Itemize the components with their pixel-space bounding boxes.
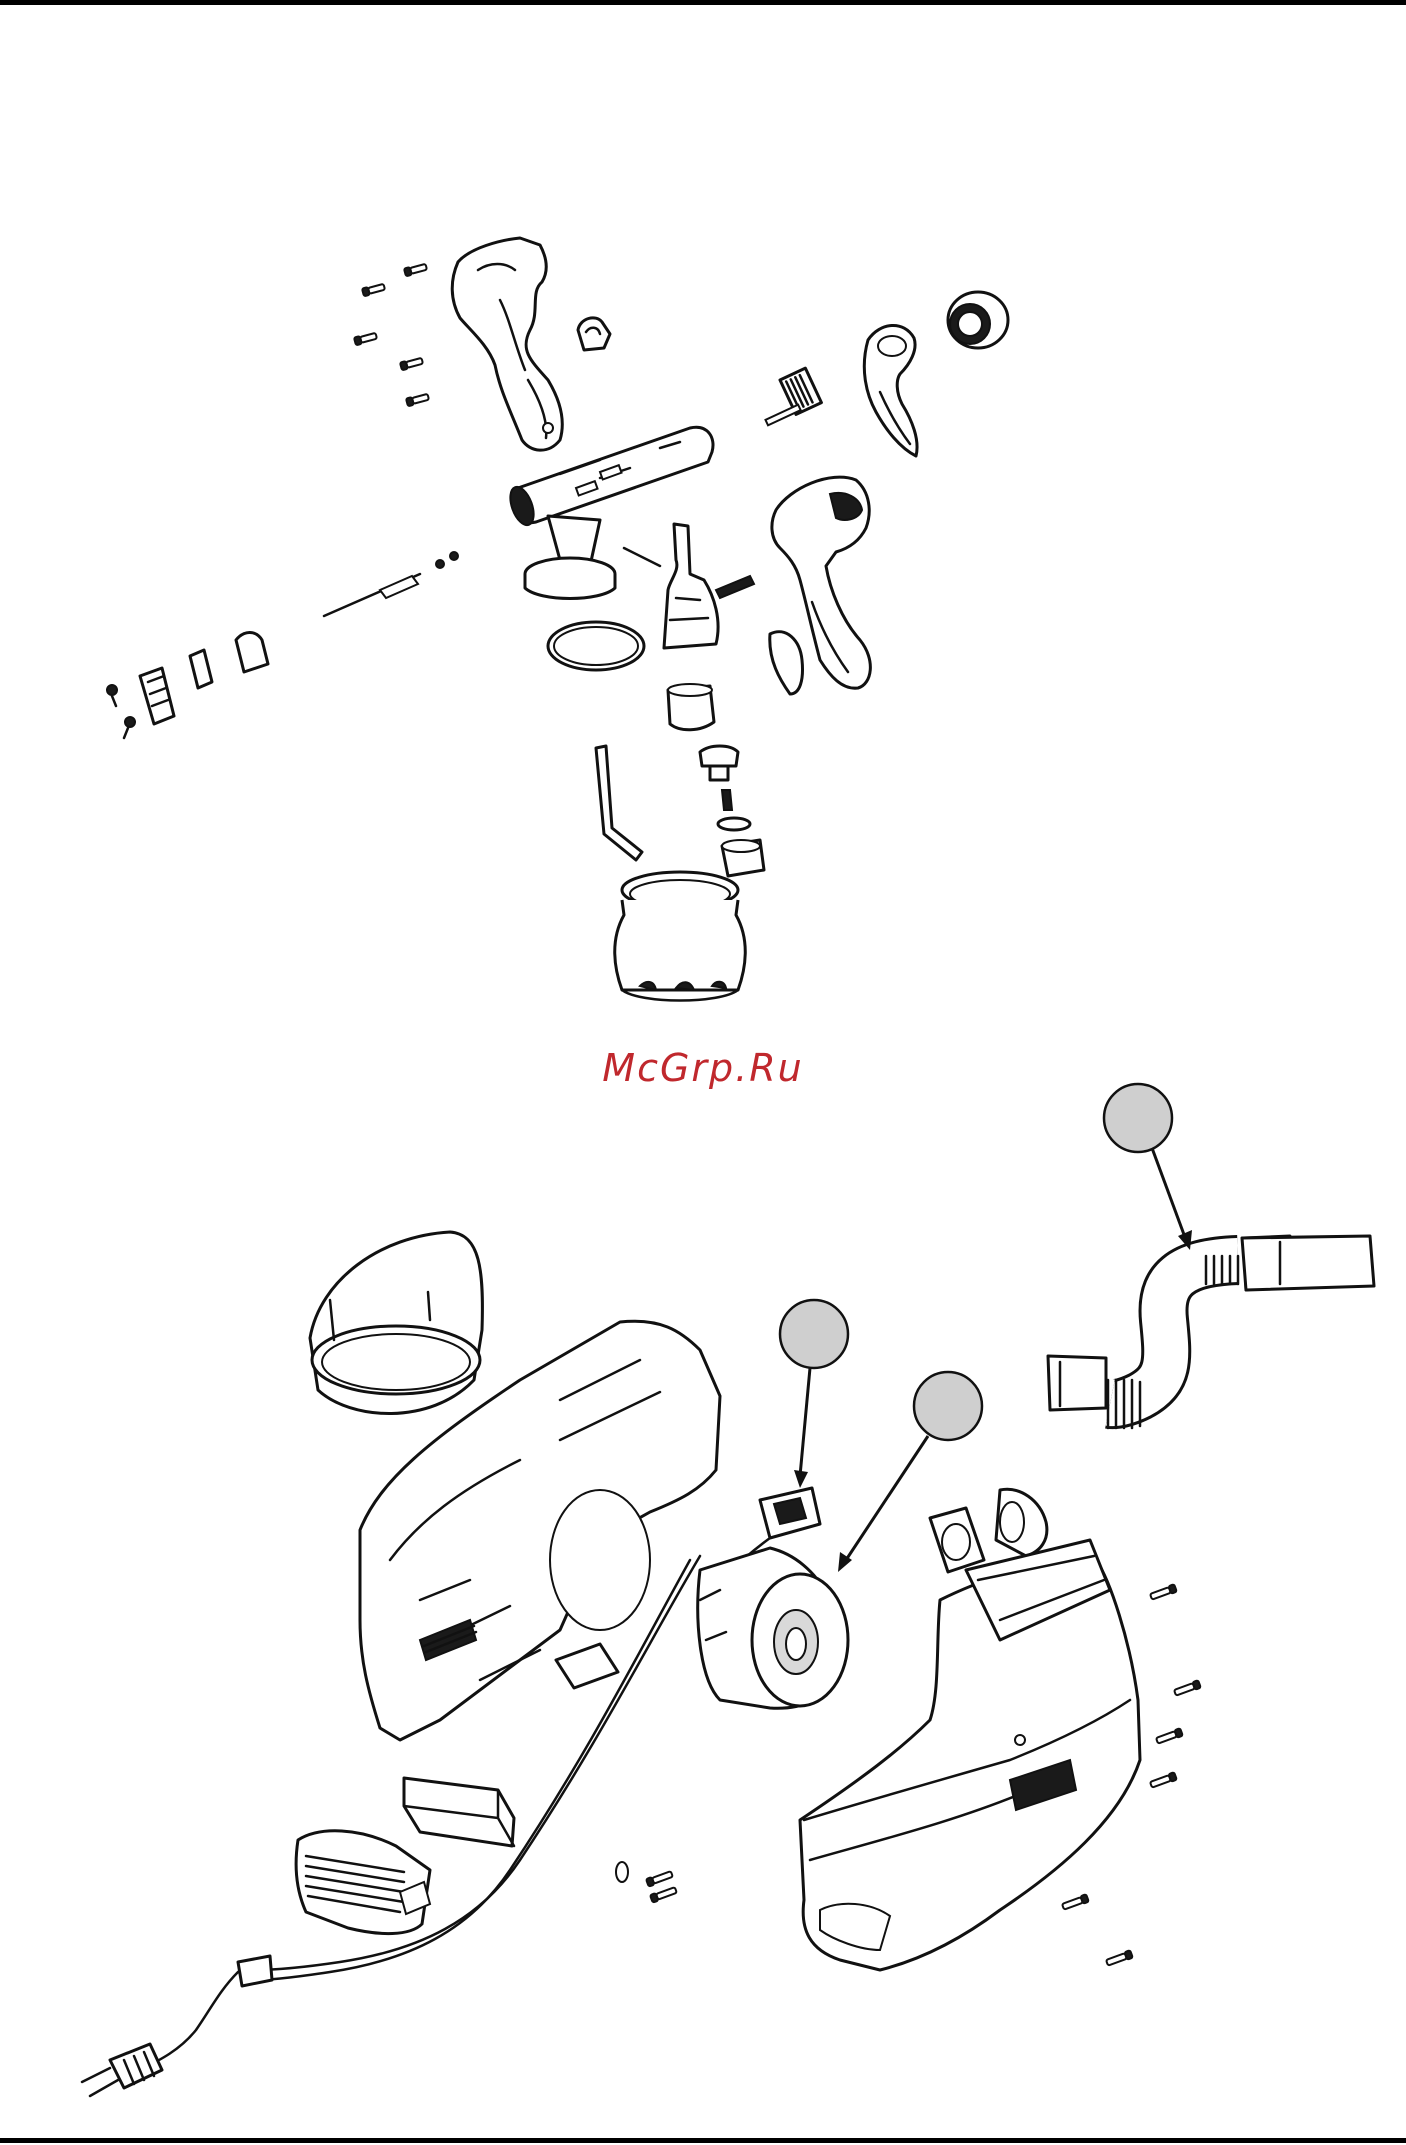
filter-cover [310, 1232, 482, 1414]
trigger-guard-insert [770, 632, 803, 694]
callout-hose [1104, 1084, 1192, 1250]
watermark: McGrp.Ru [0, 1046, 1406, 1090]
foam-block-small [556, 1644, 618, 1688]
bottom-rule [0, 2138, 1406, 2143]
rear-grille [296, 1831, 430, 1934]
screw-pair-lower [616, 1862, 677, 1903]
trigger-lock-parts [107, 633, 268, 739]
base-housing-right [800, 1540, 1140, 1970]
trigger-clip [578, 318, 610, 350]
pin [624, 548, 660, 566]
motor [698, 1548, 848, 1708]
turbine-base-assembly [82, 1084, 1374, 2096]
flow-valve-lever [664, 524, 718, 648]
screw-set-upper [354, 263, 429, 406]
valve-stack [668, 684, 764, 876]
suction-tube [596, 746, 642, 860]
needle [324, 552, 458, 616]
spray-tip [753, 368, 822, 427]
spray-gun-assembly [107, 238, 1008, 1001]
flexible-hose [1048, 1236, 1374, 1428]
callout-switch [780, 1300, 848, 1488]
spring [716, 576, 754, 598]
paint-container [615, 872, 746, 1001]
air-cap-ring [948, 292, 1008, 348]
